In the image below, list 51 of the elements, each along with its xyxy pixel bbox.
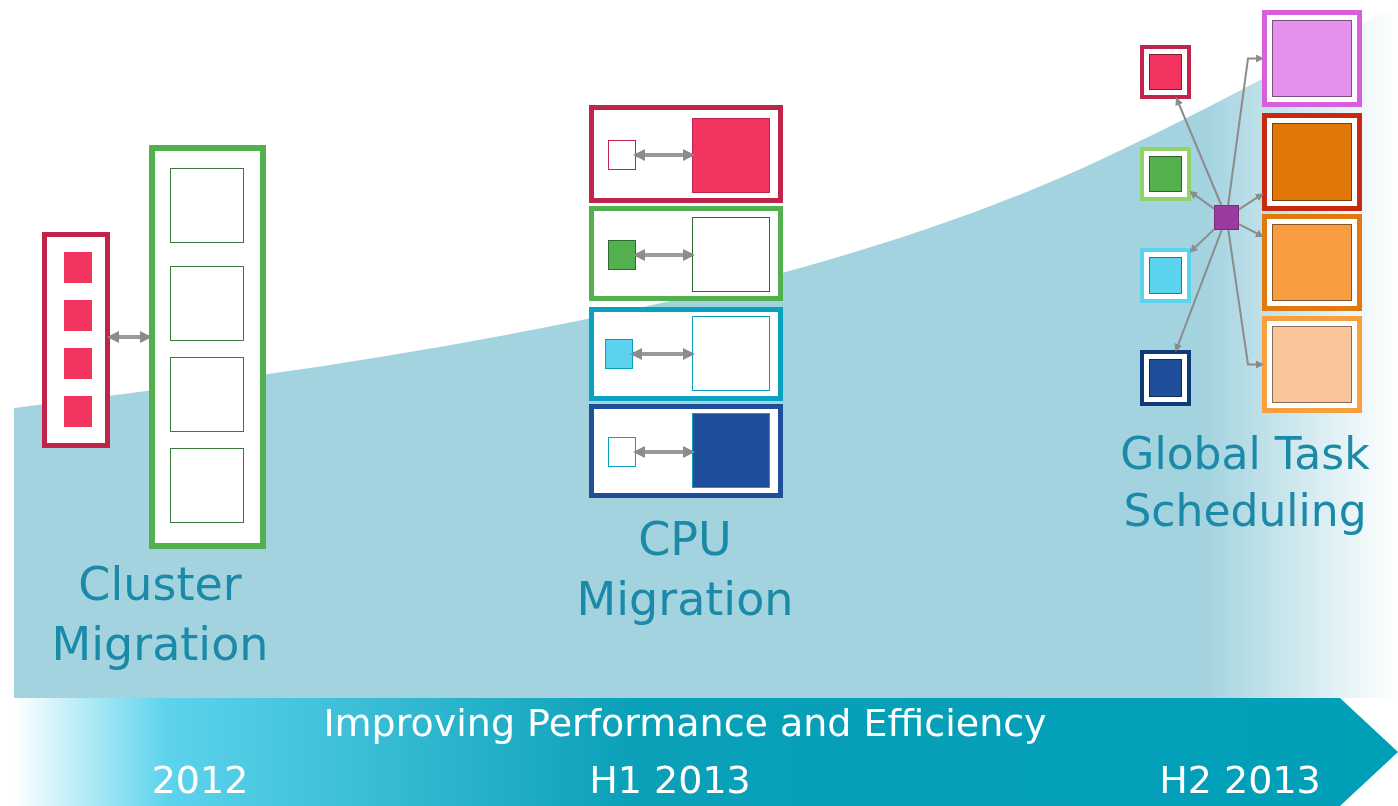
core-box bbox=[692, 316, 770, 391]
arrow bbox=[1175, 97, 1223, 206]
core-box bbox=[170, 357, 244, 432]
core-box bbox=[1262, 10, 1362, 107]
banner-text: Improving Performance and Efficiency bbox=[322, 703, 1048, 745]
core-box bbox=[1140, 248, 1191, 303]
core-box bbox=[1262, 316, 1362, 413]
caption-text: CPU Migration bbox=[575, 511, 795, 628]
cpu-pair-box bbox=[589, 206, 783, 301]
cpu-pair-box bbox=[589, 404, 783, 498]
core-box bbox=[64, 348, 92, 379]
core-box bbox=[64, 252, 92, 283]
core-box bbox=[692, 413, 770, 488]
cluster-box bbox=[149, 145, 266, 549]
arrow bbox=[1227, 54, 1264, 206]
arrow bbox=[1174, 229, 1223, 352]
arrow bbox=[1238, 223, 1264, 238]
core-box bbox=[605, 339, 633, 369]
arrow bbox=[633, 149, 695, 161]
arrow bbox=[633, 249, 695, 261]
cpu-pair-box bbox=[589, 307, 783, 401]
core-box bbox=[1140, 350, 1191, 406]
arrow bbox=[107, 331, 152, 343]
cpu-pair-box bbox=[589, 105, 783, 203]
caption-text: Global Task Scheduling bbox=[1119, 427, 1371, 539]
core-box bbox=[608, 437, 636, 467]
core-box bbox=[608, 240, 636, 270]
core-box bbox=[1140, 147, 1191, 201]
core-box bbox=[1262, 214, 1362, 311]
core-box bbox=[1140, 45, 1191, 99]
core-box bbox=[64, 396, 92, 427]
core-box bbox=[608, 140, 636, 170]
arrow bbox=[633, 446, 695, 458]
arrow bbox=[1189, 228, 1215, 253]
timeline-label: H2 2013 bbox=[1158, 760, 1322, 802]
core-box bbox=[1262, 113, 1362, 211]
core-box bbox=[64, 300, 92, 331]
timeline-label: H1 2013 bbox=[588, 760, 752, 802]
arrow bbox=[1189, 191, 1215, 210]
timeline-label: 2012 bbox=[150, 760, 250, 802]
arrow bbox=[1227, 229, 1264, 369]
core-box bbox=[692, 118, 770, 193]
cluster-box bbox=[42, 232, 110, 448]
arrow bbox=[1238, 193, 1264, 211]
scheduler-box bbox=[1214, 205, 1239, 230]
core-box bbox=[170, 168, 244, 243]
core-box bbox=[692, 217, 770, 292]
caption-text: Cluster Migration bbox=[50, 556, 270, 673]
core-box bbox=[170, 448, 244, 523]
core-box bbox=[170, 266, 244, 341]
arrow bbox=[630, 348, 695, 360]
